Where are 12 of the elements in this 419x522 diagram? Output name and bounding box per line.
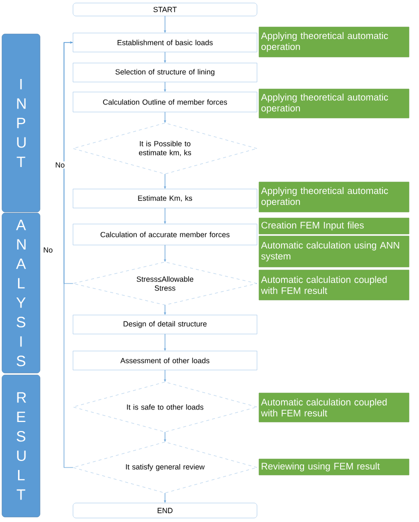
phase-band: R E S U L T xyxy=(2,374,40,518)
note-box: Automatic calculation coupled with FEM result xyxy=(258,392,410,422)
note-box: Creation FEM Input files xyxy=(258,218,410,234)
note-box: Applying theoretical automatic operation xyxy=(258,26,410,58)
note-box: Automatic calculation coupled with FEM result xyxy=(258,270,410,300)
note-box: Reviewing using FEM result xyxy=(258,458,410,476)
arrow xyxy=(64,41,74,284)
note-box: Automatic calculation using ANN system xyxy=(258,236,410,268)
note-box: Applying theoretical automatic operation xyxy=(258,88,410,118)
phase-band: A N A L Y S I S xyxy=(2,212,40,374)
note-box: Applying theoretical automatic operation xyxy=(258,182,410,212)
phase-band: I N P U T xyxy=(2,34,40,212)
